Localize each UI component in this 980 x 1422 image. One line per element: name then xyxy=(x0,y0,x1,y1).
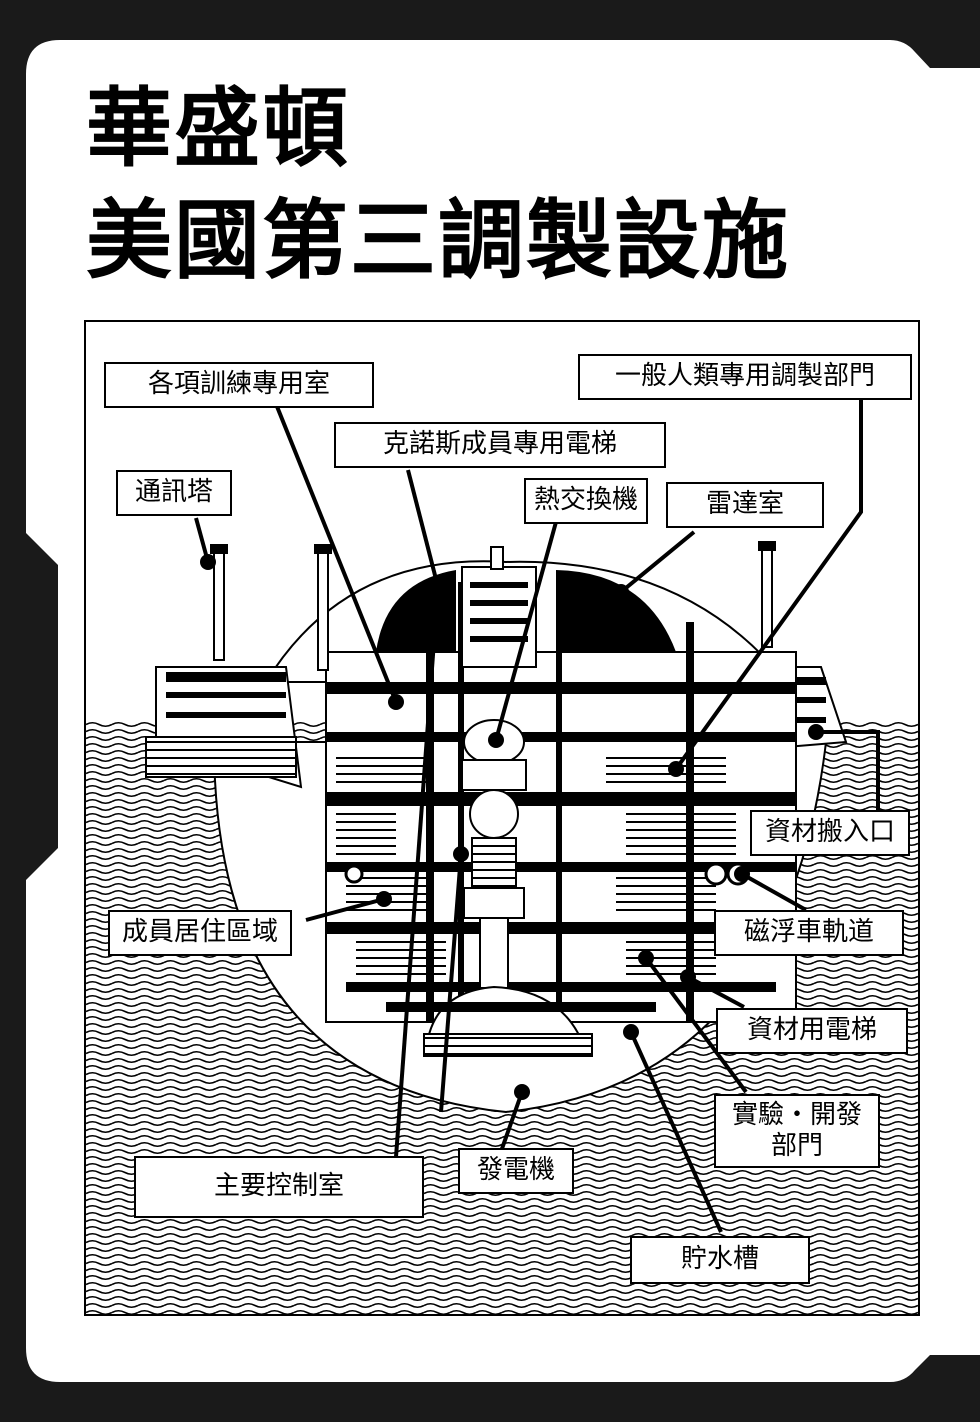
page-title-facility: 美國第三調製設施 xyxy=(86,191,790,291)
central-reactor-column xyxy=(461,719,527,989)
label-material-entrance: 資材搬入口 xyxy=(750,810,910,856)
generator-dome xyxy=(386,985,656,1057)
label-rnd-dept-line2: 部門 xyxy=(770,1131,823,1161)
label-comm-tower: 通訊塔 xyxy=(116,470,232,516)
label-rnd-dept-line1: 實驗・開發 xyxy=(731,1099,862,1130)
comm-tower-structure xyxy=(210,541,776,671)
label-knorth-elevator: 克諾斯成員專用電梯 xyxy=(334,422,666,468)
leader-lines xyxy=(194,394,880,1233)
central-tower xyxy=(461,546,537,668)
label-human-modulation-dept: 一般人類專用調製部門 xyxy=(578,354,912,400)
label-crew-quarters: 成員居住區域 xyxy=(108,910,292,956)
page-title-location: 華盛頓 xyxy=(86,79,350,179)
label-generator: 發電機 xyxy=(458,1148,574,1194)
leader-dots xyxy=(200,554,824,1100)
label-radar-room: 雷達室 xyxy=(666,482,824,528)
label-rnd-dept: 實驗・開發 部門 xyxy=(714,1094,880,1168)
label-material-elevator: 資材用電梯 xyxy=(716,1008,908,1054)
facility-illustration xyxy=(86,394,918,1314)
label-main-control-room: 主要控制室 xyxy=(134,1156,424,1218)
label-maglev-track: 磁浮車軌道 xyxy=(714,910,904,956)
label-water-tank: 貯水槽 xyxy=(630,1236,810,1284)
facility-cutaway-diagram: 各項訓練專用室 一般人類專用調製部門 克諾斯成員專用電梯 通訊塔 熱交換機 雷達… xyxy=(84,320,920,1316)
label-training-rooms: 各項訓練專用室 xyxy=(104,362,374,408)
left-wing-platform xyxy=(145,666,303,789)
label-heat-exchanger: 熱交換機 xyxy=(524,478,648,524)
